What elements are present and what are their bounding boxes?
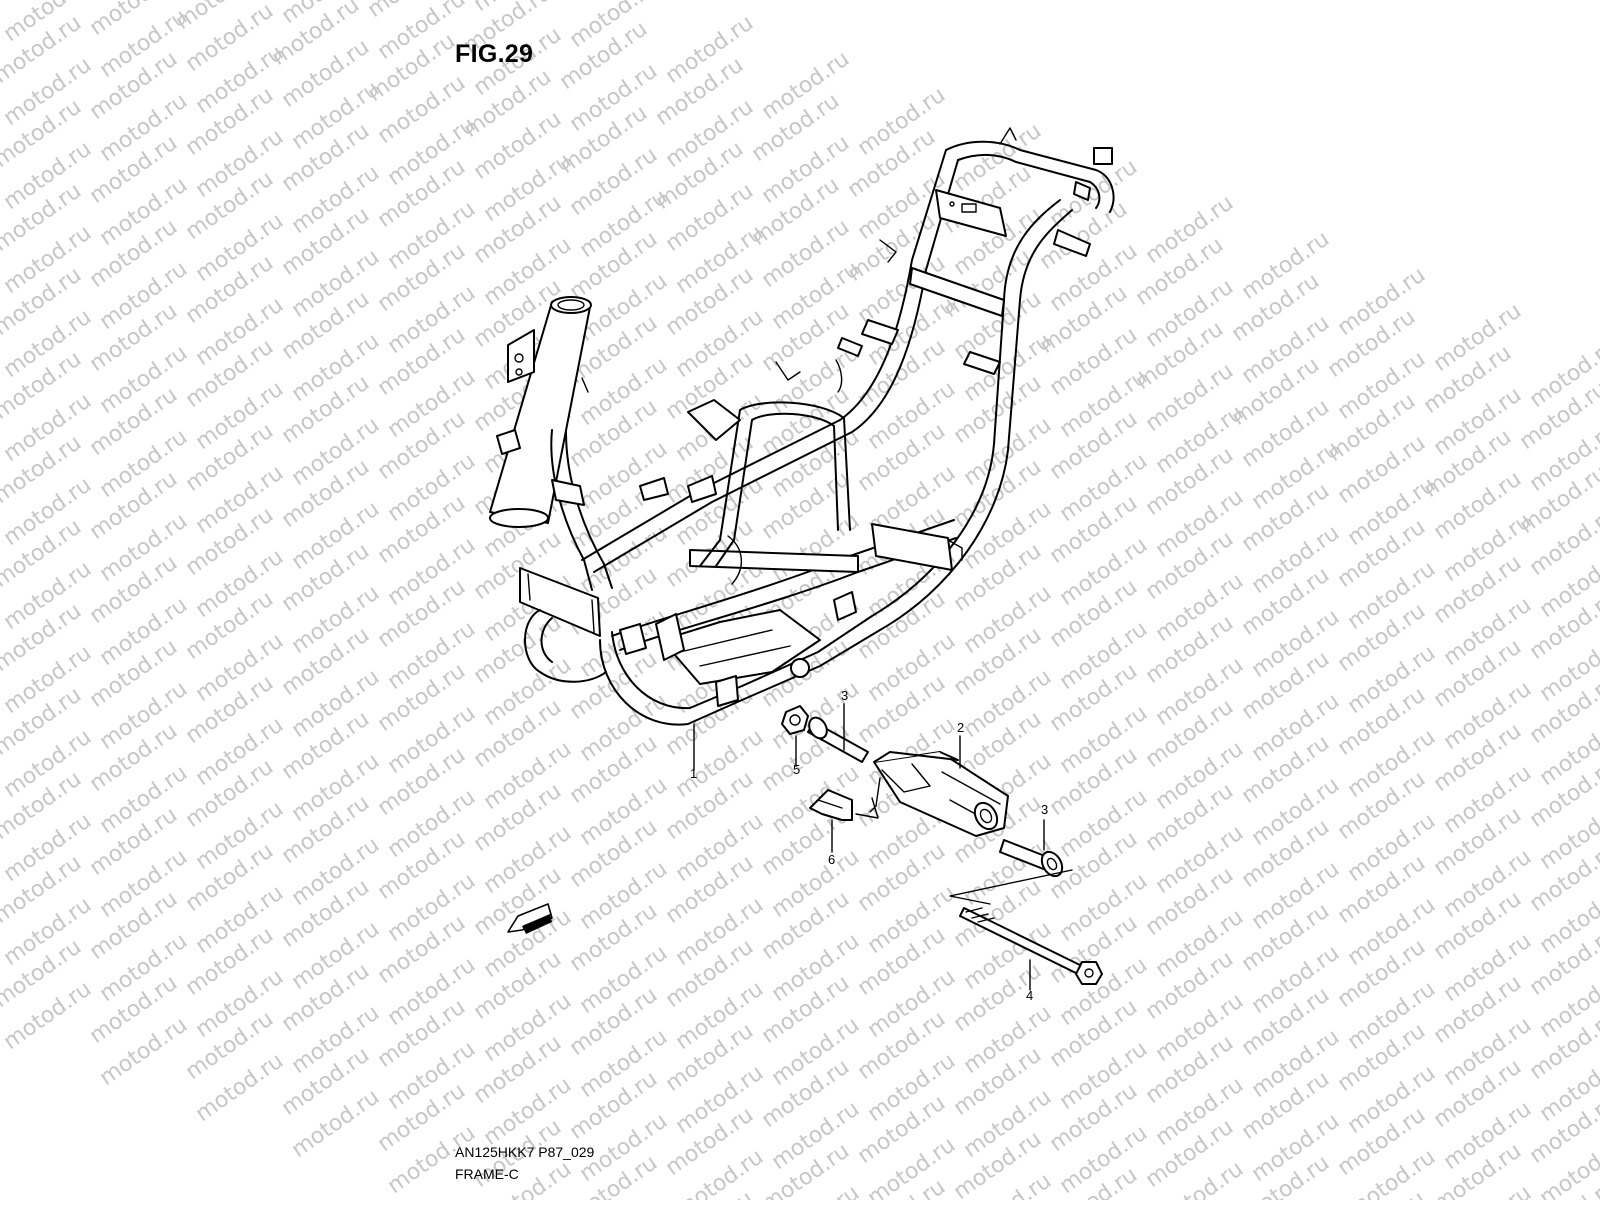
nut-part-5[interactable] <box>782 706 808 734</box>
callout-2: 2 <box>957 720 964 735</box>
figure-title: FIG.29 <box>455 40 533 69</box>
callout-5: 5 <box>793 762 800 777</box>
callout-3-upper: 3 <box>841 688 848 703</box>
figure-code: AN125HKK7 P87_029 <box>455 1144 594 1160</box>
callout-4: 4 <box>1026 988 1033 1003</box>
figure-section: FRAME-C <box>455 1166 519 1182</box>
callout-6: 6 <box>828 852 835 867</box>
callout-1: 1 <box>690 766 697 781</box>
callout-3-lower: 3 <box>1041 802 1048 817</box>
